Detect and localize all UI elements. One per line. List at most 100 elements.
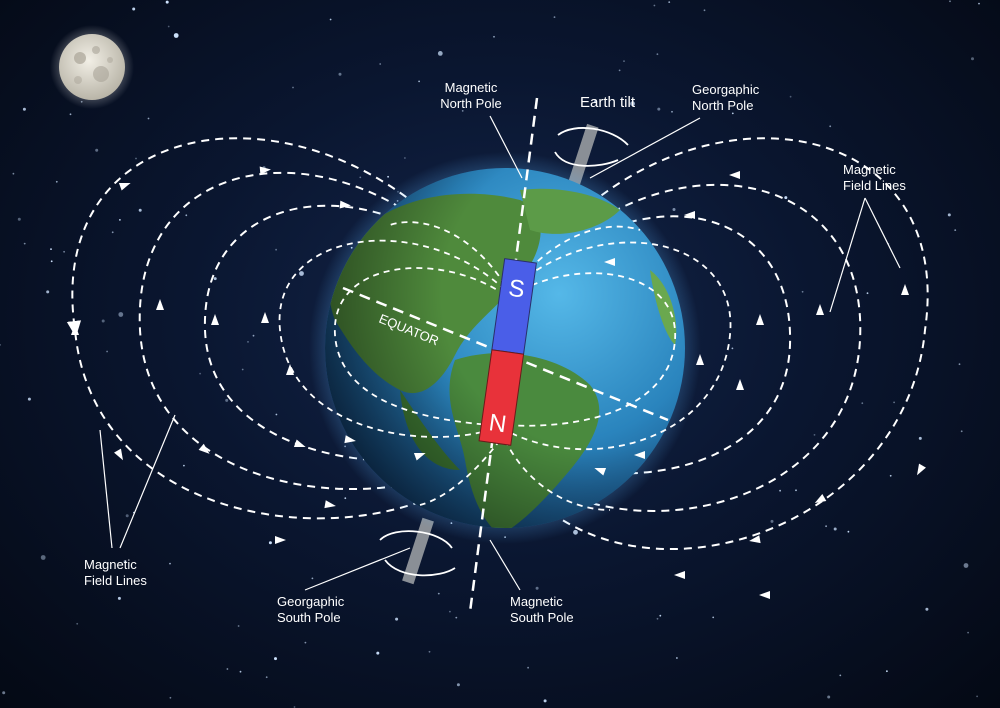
- arrowhead: [286, 364, 294, 375]
- field-lines-label-left: Magnetic Field Lines: [84, 557, 147, 588]
- star: [404, 157, 406, 159]
- star: [117, 596, 121, 600]
- arrowhead: [756, 314, 764, 325]
- field-line-arrows: [71, 166, 926, 599]
- star: [241, 368, 244, 371]
- star: [653, 4, 656, 7]
- star: [861, 402, 864, 405]
- star: [784, 196, 788, 200]
- star: [493, 35, 495, 38]
- star: [304, 641, 307, 644]
- star: [237, 625, 240, 627]
- star: [594, 100, 598, 103]
- magnetic-north-pole-label: Magnetic North Pole: [440, 80, 502, 111]
- arrowhead: [816, 304, 824, 315]
- arrowhead: [259, 166, 271, 175]
- arrowhead: [749, 535, 761, 544]
- star: [165, 0, 169, 4]
- star: [795, 489, 797, 492]
- star: [344, 497, 347, 500]
- arrowhead: [198, 443, 210, 454]
- star: [292, 86, 294, 89]
- star: [2, 691, 6, 695]
- star: [225, 398, 229, 402]
- star: [252, 334, 255, 337]
- star: [213, 277, 217, 281]
- star: [106, 350, 108, 353]
- star: [135, 157, 137, 160]
- star: [866, 292, 869, 295]
- star: [199, 372, 202, 375]
- bar-magnet: S N: [478, 258, 537, 446]
- star: [971, 57, 974, 61]
- star: [173, 33, 179, 38]
- arrowhead: [594, 467, 607, 476]
- magnet-north-half: [478, 349, 525, 446]
- geographic-north-pole-label: Georgaphic North Pole: [692, 82, 760, 113]
- star: [967, 631, 969, 634]
- star: [395, 617, 399, 621]
- star: [359, 176, 362, 179]
- star: [553, 16, 556, 18]
- star: [119, 219, 121, 221]
- star: [668, 1, 671, 3]
- arrowhead: [901, 284, 909, 295]
- star: [449, 610, 451, 613]
- star: [731, 347, 734, 350]
- arrowhead: [674, 571, 685, 579]
- star: [829, 125, 832, 128]
- star: [925, 607, 929, 611]
- arrowhead: [114, 448, 123, 461]
- star: [268, 541, 272, 545]
- star: [167, 25, 170, 28]
- arrowhead: [261, 312, 269, 323]
- star: [22, 107, 26, 111]
- star: [703, 9, 706, 12]
- arrowhead: [729, 171, 740, 179]
- equator-line: [342, 286, 669, 422]
- arrowhead: [736, 379, 744, 390]
- star: [543, 699, 547, 703]
- arrowhead: [759, 591, 770, 599]
- arrowhead: [814, 494, 827, 503]
- star: [801, 290, 804, 293]
- star: [947, 213, 951, 217]
- leader-lines: [99, 115, 901, 591]
- star: [23, 242, 26, 245]
- star: [387, 175, 389, 178]
- star: [0, 344, 1, 346]
- star: [659, 614, 662, 617]
- star: [428, 650, 431, 653]
- star: [437, 51, 443, 56]
- arrowhead: [118, 182, 131, 191]
- star: [376, 651, 380, 655]
- star: [656, 53, 659, 56]
- arrowhead: [293, 439, 306, 448]
- arrowhead: [71, 324, 79, 335]
- star: [265, 676, 268, 679]
- star: [825, 525, 827, 528]
- star: [676, 657, 678, 659]
- star: [418, 80, 420, 83]
- arrowhead: [324, 500, 336, 509]
- star: [275, 248, 277, 251]
- star: [949, 0, 951, 3]
- star: [169, 696, 172, 699]
- arrowhead: [275, 536, 286, 544]
- arrowhead: [211, 314, 219, 325]
- arrowhead: [413, 452, 426, 461]
- star: [185, 214, 188, 217]
- star: [338, 72, 342, 76]
- arrowhead: [696, 354, 704, 365]
- magnetic-field-lines-inner: [278, 221, 732, 511]
- star: [954, 229, 957, 232]
- star: [958, 363, 961, 366]
- magnet-north-label: N: [487, 409, 508, 438]
- star: [437, 592, 440, 595]
- magnet-south-label: S: [507, 275, 527, 304]
- arrowhead: [344, 435, 356, 444]
- rotation-arrows: [379, 127, 629, 577]
- star: [123, 560, 127, 564]
